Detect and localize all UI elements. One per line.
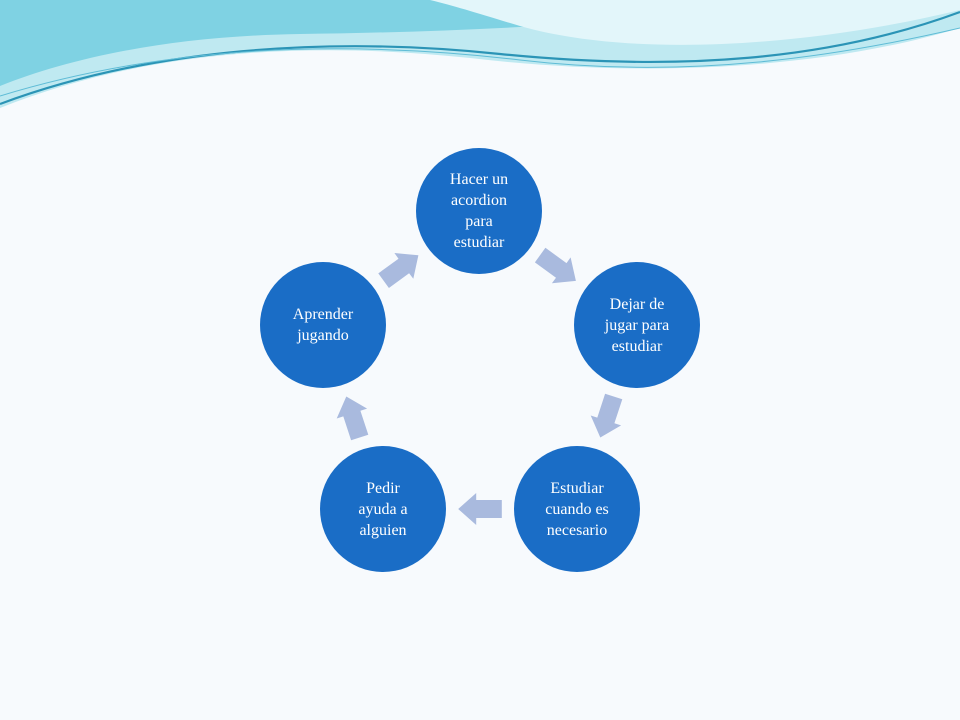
arrow-icon-2 [458,493,502,525]
arrow-icon-3 [336,396,369,441]
cycle-node-estudiar-cuando: Estudiar cuando es necesario [514,446,640,572]
cycle-node-hacer-acordion: Hacer un acordion para estudiar [416,148,542,274]
cycle-node-pedir-ayuda: Pedir ayuda a alguien [320,446,446,572]
cycle-arrows [336,247,623,525]
wave-band-highlight [430,0,960,45]
header-wave-decoration [0,0,960,108]
cycle-node-label: Dejar de jugar para estudiar [604,295,670,355]
arrow-icon-1 [590,393,623,438]
wave-line-dark [0,10,960,106]
cycle-node-aprender-jugando: Aprender jugando [260,262,386,388]
cycle-node-label: Aprender jugando [292,306,354,344]
arrow-icon-0 [534,247,576,284]
cycle-node-label: Pedir ayuda a alguien [358,479,408,539]
cycle-node-label: Hacer un acordion para estudiar [449,171,509,251]
cycle-node-dejar-de-jugar: Dejar de jugar para estudiar [574,262,700,388]
arrow-icon-4 [378,253,419,288]
wave-line-thin [0,27,960,97]
cycle-node-label: Estudiar cuando es necesario [545,479,609,539]
wave-band-mid [0,0,820,86]
